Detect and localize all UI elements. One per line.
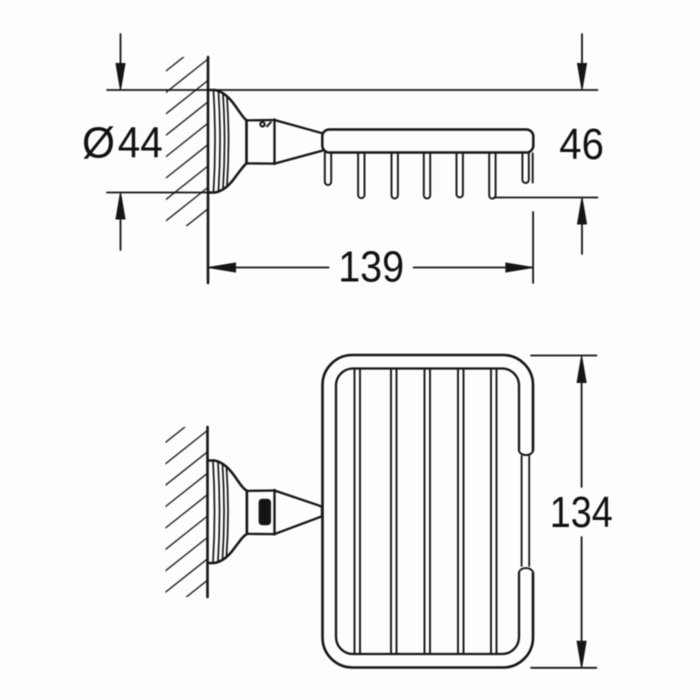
svg-text:Ø: Ø (82, 118, 115, 167)
svg-text:134: 134 (550, 488, 613, 537)
svg-text:46: 46 (559, 120, 604, 169)
svg-text:44: 44 (118, 118, 163, 167)
svg-text:GROHE: GROHE (260, 501, 269, 524)
svg-text:139: 139 (338, 243, 404, 292)
